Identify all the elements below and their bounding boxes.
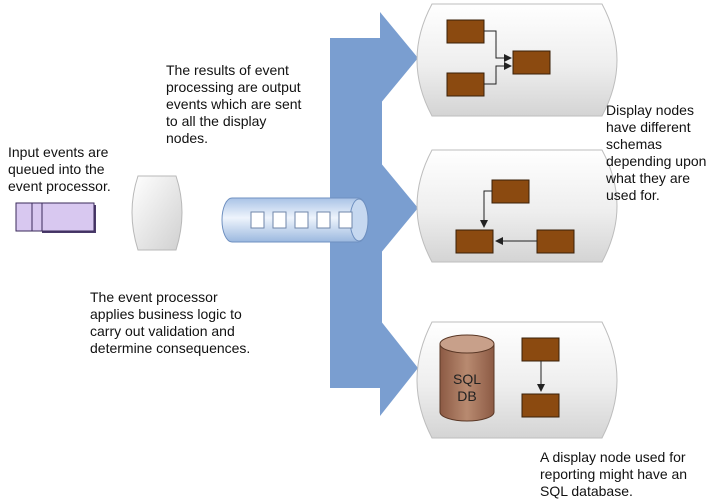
schema-table [521, 393, 560, 418]
schema-table [521, 337, 560, 362]
display-node-1 [416, 3, 618, 117]
output-event-queue [221, 197, 369, 243]
schema-table [455, 229, 494, 254]
output-event-arrow [330, 12, 418, 416]
database-label-line1: SQL [453, 371, 481, 387]
schema-table [512, 50, 551, 75]
schema-table [536, 229, 575, 254]
caption-reporting-node: A display node used for reporting might … [540, 449, 688, 499]
database-label-line2: DB [457, 388, 476, 404]
queued-output-event [294, 211, 309, 229]
event-processor [131, 175, 183, 251]
sql-database: SQL DB [439, 334, 495, 422]
input-event-message [35, 202, 95, 232]
caption-output-events: The results of event processing are outp… [166, 62, 302, 146]
queued-output-event [338, 211, 353, 229]
schema-table [491, 179, 530, 204]
schema-table [446, 19, 485, 44]
caption-processor-logic: The event processor applies business log… [90, 289, 251, 356]
caption-display-schemas: Display nodes have different schemas dep… [606, 102, 707, 203]
caption-input-events: Input events are queued into the event p… [8, 144, 111, 194]
queued-output-event [316, 211, 331, 229]
schema-connector [484, 62, 512, 85]
display-node-3: SQL DB [416, 321, 618, 439]
input-event-message [15, 202, 33, 232]
schema-table [446, 72, 485, 97]
schema-connector [484, 30, 512, 62]
schema-connector [480, 190, 492, 228]
display-node-2 [416, 149, 618, 263]
queued-output-event [272, 211, 287, 229]
input-event-queue [15, 202, 96, 233]
queued-output-event [250, 211, 265, 229]
